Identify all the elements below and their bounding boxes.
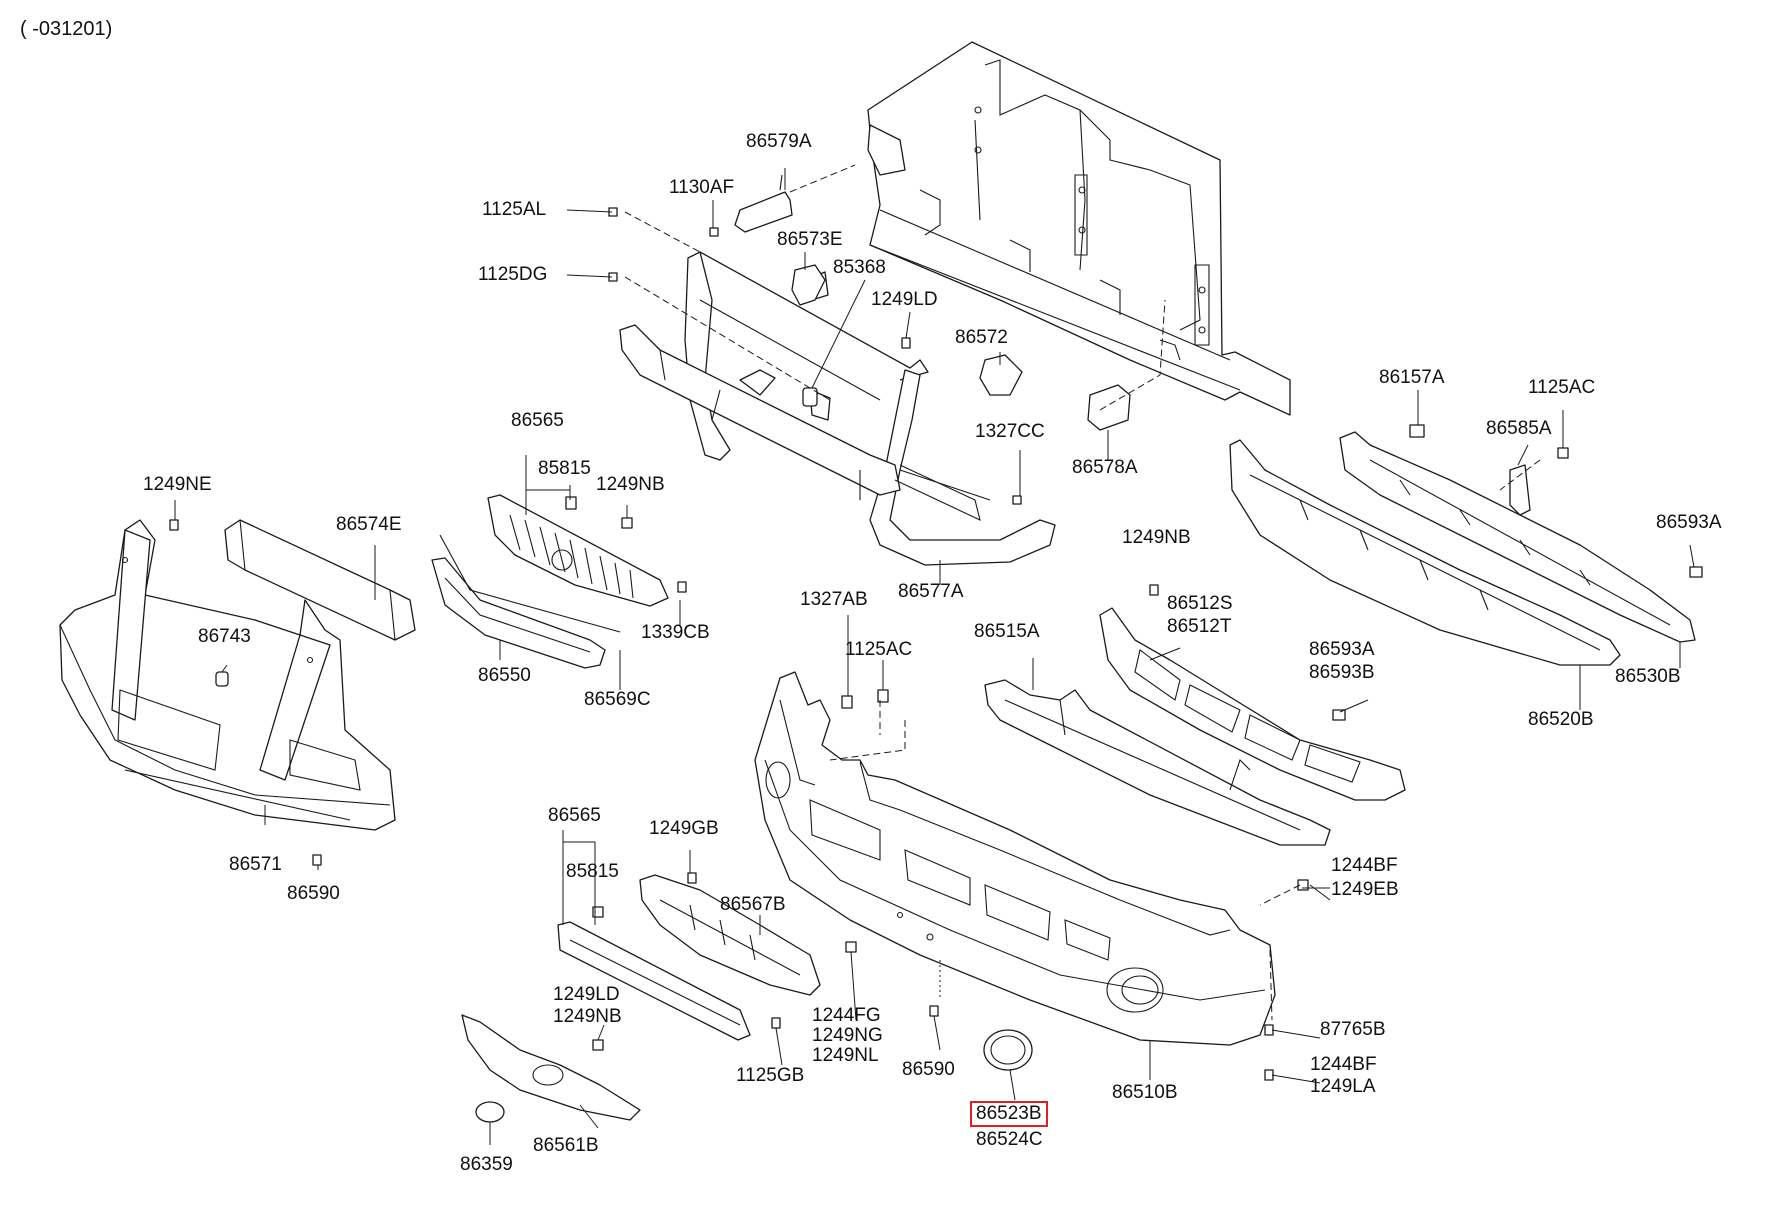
- part-label-1339cb[interactable]: 1339CB: [641, 622, 710, 643]
- part-label-86593a-right[interactable]: 86593A: [1656, 512, 1722, 533]
- part-label-86359[interactable]: 86359: [460, 1154, 513, 1175]
- bracket-86585a: [1510, 465, 1530, 515]
- absorber-86520b: [1230, 440, 1620, 665]
- part-label-86157a[interactable]: 86157A: [1379, 367, 1445, 388]
- bracket-86573e: [792, 265, 825, 305]
- part-label-1125al[interactable]: 1125AL: [482, 199, 547, 220]
- assembly-lines: [625, 165, 1540, 1020]
- grille-86565: [488, 495, 668, 606]
- part-label-1249nb-b[interactable]: 1249NB: [1122, 527, 1191, 548]
- part-label-1249nb-a[interactable]: 1249NB: [596, 474, 665, 495]
- part-label-86567b[interactable]: 86567B: [720, 894, 786, 915]
- pad-86593a-right: [1690, 567, 1702, 577]
- emblem-86359: [476, 1102, 504, 1122]
- part-label-86572[interactable]: 86572: [955, 327, 1008, 348]
- part-label-1249ne[interactable]: 1249NE: [143, 474, 212, 495]
- part-label-1244bf-b[interactable]: 1244BF: [1310, 1054, 1377, 1075]
- absorber-86515a: [985, 680, 1330, 845]
- part-label-1327ab[interactable]: 1327AB: [800, 589, 868, 610]
- part-label-1244bf-a[interactable]: 1244BF: [1331, 855, 1398, 876]
- part-label-1327cc[interactable]: 1327CC: [975, 421, 1045, 442]
- fog-cover-86523b: [984, 1030, 1032, 1070]
- part-label-1249ld-top[interactable]: 1249LD: [871, 289, 938, 310]
- part-label-86523b-highlighted[interactable]: 86523B: [970, 1101, 1048, 1127]
- part-label-86574e[interactable]: 86574E: [336, 514, 402, 535]
- part-label-85815-top[interactable]: 85815: [538, 458, 591, 479]
- leader-lines: [175, 168, 1694, 1145]
- grille-molding-86550: [432, 558, 605, 668]
- part-label-1249nb-c[interactable]: 1249NB: [553, 1006, 622, 1027]
- part-label-86524c[interactable]: 86524C: [976, 1129, 1043, 1150]
- stone-guard-86574e: [225, 520, 415, 640]
- part-label-86590-mid[interactable]: 86590: [902, 1059, 955, 1080]
- part-label-86520b[interactable]: 86520B: [1528, 709, 1594, 730]
- part-label-1249la[interactable]: 1249LA: [1310, 1076, 1376, 1097]
- part-label-1125ac-right[interactable]: 1125AC: [1528, 377, 1596, 398]
- part-label-86512t[interactable]: 86512T: [1167, 616, 1232, 637]
- part-label-86571[interactable]: 86571: [229, 854, 282, 875]
- part-label-86510b[interactable]: 86510B: [1112, 1082, 1178, 1103]
- part-label-1249gb[interactable]: 1249GB: [649, 818, 719, 839]
- part-label-1125dg[interactable]: 1125DG: [478, 264, 548, 285]
- strip-86565-lower: [558, 922, 750, 1040]
- part-label-86565-top[interactable]: 86565: [511, 410, 564, 431]
- molding-86569c: [440, 535, 620, 632]
- part-label-1130af[interactable]: 1130AF: [669, 177, 735, 198]
- part-label-86593a-mid[interactable]: 86593A: [1309, 639, 1375, 660]
- part-label-86577a[interactable]: 86577A: [898, 581, 964, 602]
- part-label-1125ac-mid[interactable]: 1125AC: [845, 639, 913, 660]
- part-label-85815-bot[interactable]: 85815: [566, 861, 619, 882]
- part-label-86743[interactable]: 86743: [198, 626, 251, 647]
- absorber-86530b: [1340, 432, 1695, 642]
- part-label-86569c[interactable]: 86569C: [584, 689, 651, 710]
- serial-range-note: ( -031201): [20, 18, 113, 40]
- part-label-86590-left[interactable]: 86590: [287, 883, 340, 904]
- part-label-1125gb[interactable]: 1125GB: [736, 1065, 805, 1086]
- part-label-86573e[interactable]: 86573E: [777, 229, 843, 250]
- part-label-86515a[interactable]: 86515A: [974, 621, 1040, 642]
- bracket-86572: [980, 355, 1022, 395]
- part-label-86585a[interactable]: 86585A: [1486, 418, 1552, 439]
- clip-86743: [216, 672, 228, 686]
- bracket-86561b: [462, 1015, 640, 1120]
- pad-86593a-mid: [1333, 710, 1345, 720]
- part-label-86530b[interactable]: 86530B: [1615, 666, 1681, 687]
- part-label-86579a[interactable]: 86579A: [746, 131, 812, 152]
- part-label-86550[interactable]: 86550: [478, 665, 531, 686]
- radiator-support-panel: [868, 42, 1290, 415]
- part-label-86565-bot[interactable]: 86565: [548, 805, 601, 826]
- bumper-frame-86577a: [620, 252, 1055, 565]
- lower-grille-86512s: [1100, 608, 1405, 800]
- part-label-1249nl[interactable]: 1249NL: [812, 1045, 879, 1066]
- part-label-86578a[interactable]: 86578A: [1072, 457, 1138, 478]
- part-label-87765b[interactable]: 87765B: [1320, 1019, 1386, 1040]
- part-label-85368[interactable]: 85368: [833, 257, 886, 278]
- part-label-86561b[interactable]: 86561B: [533, 1135, 599, 1156]
- part-label-86512s[interactable]: 86512S: [1167, 593, 1233, 614]
- part-label-1244fg[interactable]: 1244FG: [812, 1005, 881, 1026]
- part-label-1249ng[interactable]: 1249NG: [812, 1025, 883, 1046]
- bracket-86579a: [735, 175, 792, 232]
- insert-86567b: [640, 875, 820, 995]
- part-label-1249ld-bot[interactable]: 1249LD: [553, 984, 620, 1005]
- part-label-86593b[interactable]: 86593B: [1309, 662, 1375, 683]
- bumper-cover-86510b: [755, 672, 1275, 1045]
- bracket-86578a: [1088, 385, 1130, 430]
- pad-86157a: [1410, 425, 1424, 437]
- fasteners: [170, 208, 1568, 1080]
- part-label-1249eb[interactable]: 1249EB: [1331, 879, 1399, 900]
